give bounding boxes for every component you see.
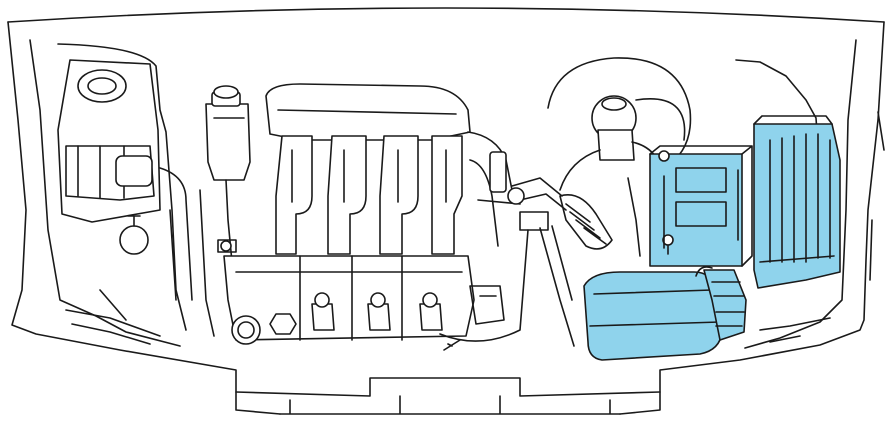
hood-edge [7,7,885,23]
left-components [57,59,193,301]
air-filter-housing [583,266,747,361]
vehicle-body-outline [7,7,885,415]
battery [649,145,753,267]
battery-terminal-negative [662,234,674,246]
fuse-box [753,115,841,289]
fuse-box-ribs [769,133,831,263]
left-fender-panel [29,39,181,347]
intake-runner-3 [379,135,419,255]
coolant-expansion-tank [205,85,251,263]
engine-block [223,229,529,351]
intake-duct [511,177,567,211]
brake-fluid-cap [115,155,153,187]
right-fender-panel [744,39,857,349]
intake-runner-1 [275,135,313,255]
reservoir-body [57,59,161,223]
spark-plug-coils [311,292,443,331]
master-cylinder-cap [119,225,149,255]
body-left-contour [7,21,281,415]
misc-fasteners [199,177,641,337]
right-wiper-mark [869,111,885,281]
air-intake-hose [559,194,613,250]
oil-filler-cap [231,315,261,345]
fuse-box-case [753,123,841,289]
bumper-lower [279,395,621,415]
battery-terminal-positive [658,150,670,162]
right-lower-bracket [759,317,831,343]
intake-runner-4 [431,135,463,255]
left-lower-bracket [65,289,161,345]
alternator-bracket [469,285,505,325]
front-bumper-line [235,377,661,397]
body-right-contour [619,21,885,415]
left-inner-panel [57,43,187,331]
washer-reservoir-cap [77,69,127,103]
brake-booster [511,57,692,347]
air-filter-lid [583,271,723,361]
wiring-harness [439,229,529,351]
dipstick-handle [269,313,297,335]
brake-lines [159,167,193,301]
intake-manifold [265,83,521,255]
air-filter-clamps [703,269,747,341]
intake-runner-2 [327,135,367,255]
